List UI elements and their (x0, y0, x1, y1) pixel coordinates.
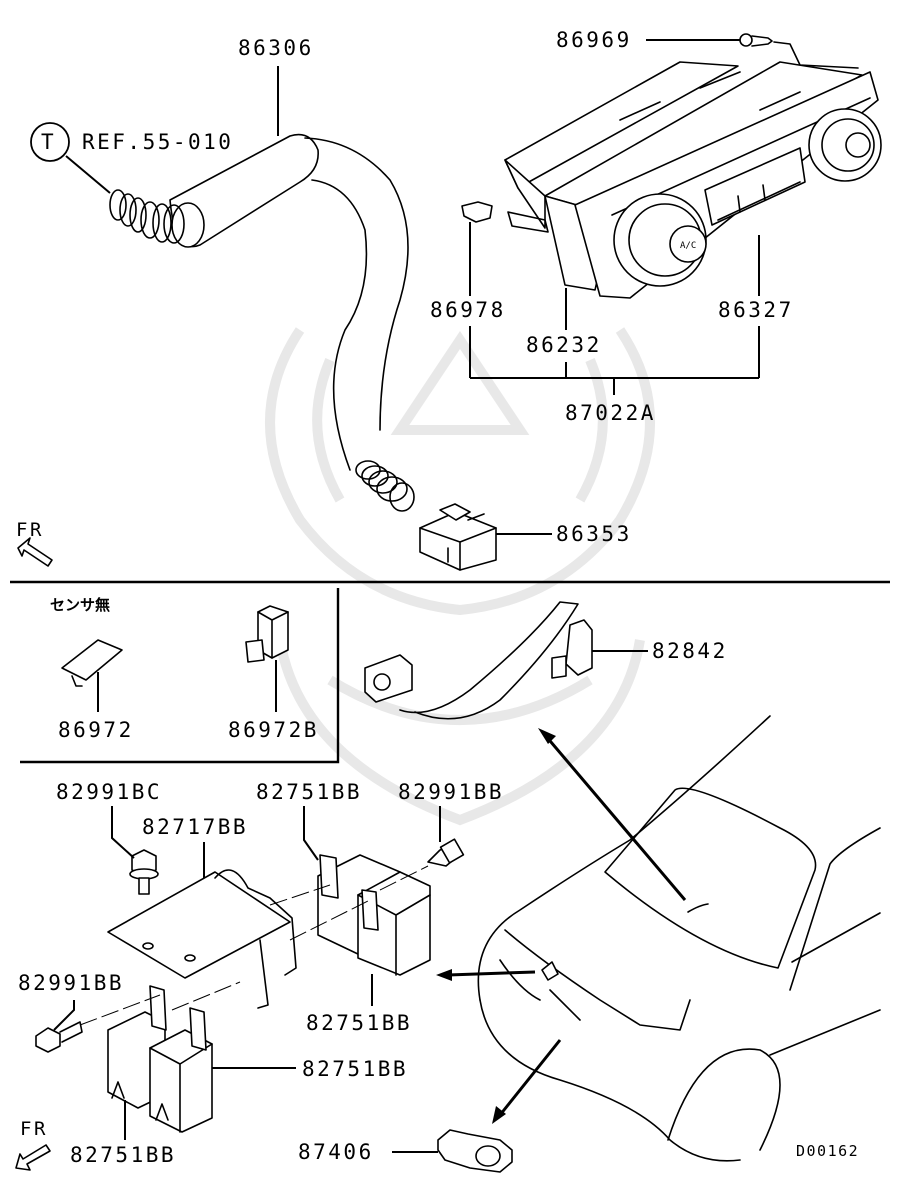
leader-82751BB-top (303, 806, 319, 861)
bolt-82991BC (129, 849, 159, 895)
sensor-86972B (245, 605, 289, 663)
relay-lower-pair (107, 985, 213, 1133)
part-label-82751BB-top[interactable]: 82751BB (256, 780, 363, 804)
vehicle-outline (477, 715, 881, 1162)
svg-text:A/C: A/C (680, 241, 696, 251)
part-label-82751BB-right[interactable]: 82751BB (306, 1011, 413, 1035)
connector-86353 (419, 503, 497, 571)
leader-82991BC (111, 806, 135, 859)
duct-86306 (109, 133, 415, 512)
part-label-86969[interactable]: 86969 (556, 28, 632, 52)
screw-86969 (739, 33, 859, 69)
part-label-86972[interactable]: 86972 (58, 718, 134, 742)
part-label-87406[interactable]: 87406 (298, 1140, 374, 1164)
leader-82991BB-left (53, 1000, 75, 1031)
ac-control-unit: A/C (504, 61, 882, 299)
inset-box-border (20, 588, 340, 764)
leader-group-87022A (469, 222, 760, 395)
sensor-87406 (437, 1129, 513, 1173)
part-label-82991BB-top[interactable]: 82991BB (398, 780, 505, 804)
part-label-86306[interactable]: 86306 (238, 36, 314, 60)
part-label-82751BB-mid[interactable]: 82751BB (302, 1057, 409, 1081)
front-direction-label-top: FR (16, 519, 44, 541)
harness-82842 (364, 601, 593, 720)
part-label-82751BB-bottom[interactable]: 82751BB (70, 1143, 177, 1167)
reference-circle (30, 122, 70, 162)
diagram-code: D00162 (796, 1142, 860, 1160)
part-label-86232[interactable]: 86232 (526, 333, 602, 357)
front-arrow-icon-bottom (15, 1144, 51, 1171)
reference-link[interactable]: REF.55-010 (82, 130, 234, 154)
part-label-86978[interactable]: 86978 (430, 298, 506, 322)
cover-86972 (61, 639, 123, 687)
part-label-82842[interactable]: 82842 (652, 639, 728, 663)
watermark-emblem (265, 327, 655, 826)
part-label-82717BB[interactable]: 82717BB (142, 815, 249, 839)
front-arrow-icon-top (17, 537, 53, 567)
reference-symbol: T (41, 130, 57, 154)
part-label-86353[interactable]: 86353 (556, 522, 632, 546)
pointer-arrows (436, 728, 687, 1124)
note-without-sensor: センサ無 (50, 596, 111, 614)
part-label-82991BC[interactable]: 82991BC (56, 780, 163, 804)
front-direction-label-bottom: FR (20, 1118, 48, 1140)
clip-86978 (461, 201, 549, 233)
bolt-82991BB-left (35, 1021, 83, 1053)
part-label-86972B[interactable]: 86972B (228, 718, 319, 742)
assembly-lines (79, 865, 429, 1026)
leader-reference (65, 155, 111, 194)
bracket-82717BB (107, 869, 297, 1009)
part-label-87022A[interactable]: 87022A (565, 401, 656, 425)
part-label-82991BB-left[interactable]: 82991BB (18, 971, 125, 995)
part-label-86327[interactable]: 86327 (718, 298, 794, 322)
bolt-82991BB-top (427, 838, 465, 867)
